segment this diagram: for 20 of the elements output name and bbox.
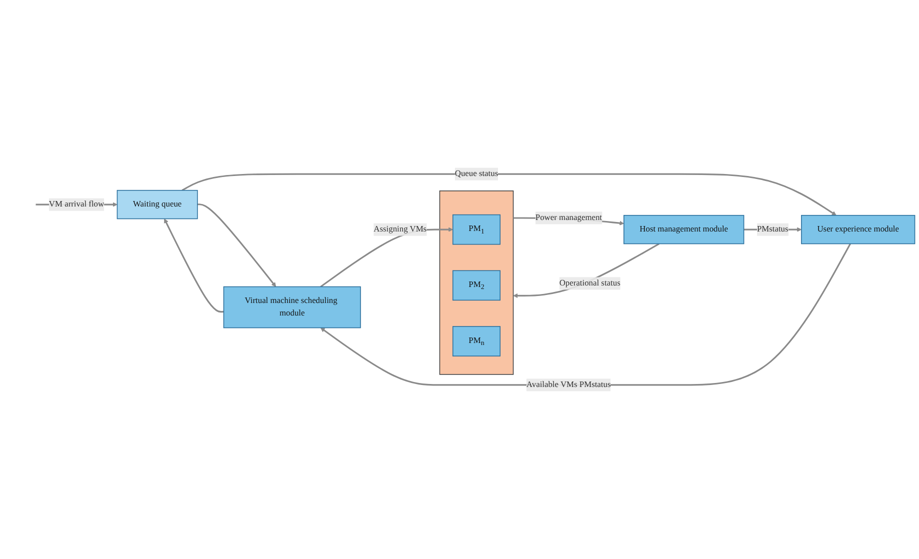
edge-label: Power management	[535, 213, 602, 222]
node-box: User experience module	[801, 214, 916, 244]
arrow	[513, 243, 660, 298]
node-box: Virtual machine scheduling module	[223, 286, 361, 328]
arrow	[197, 204, 276, 287]
cluster	[439, 190, 514, 375]
arrow	[182, 173, 836, 216]
edge-label: Operational status	[559, 278, 620, 288]
edge-label: Assigning VMs	[374, 224, 427, 234]
edge-label: Available VMs PMstatus	[526, 380, 611, 390]
node-box: Host management module	[624, 214, 744, 244]
node-box: Waiting queue	[116, 190, 198, 220]
node-box: PM$_{2}$	[452, 270, 500, 301]
arrow	[320, 243, 851, 386]
node-box: PM$_{n}$	[452, 326, 500, 356]
node-box: PM$_{1}$	[452, 214, 500, 245]
arrow	[164, 218, 224, 313]
edge-label: PMstatus	[756, 224, 788, 234]
edge-label: Queue status	[454, 169, 498, 178]
edge-label: VM arrival flow	[48, 200, 104, 209]
